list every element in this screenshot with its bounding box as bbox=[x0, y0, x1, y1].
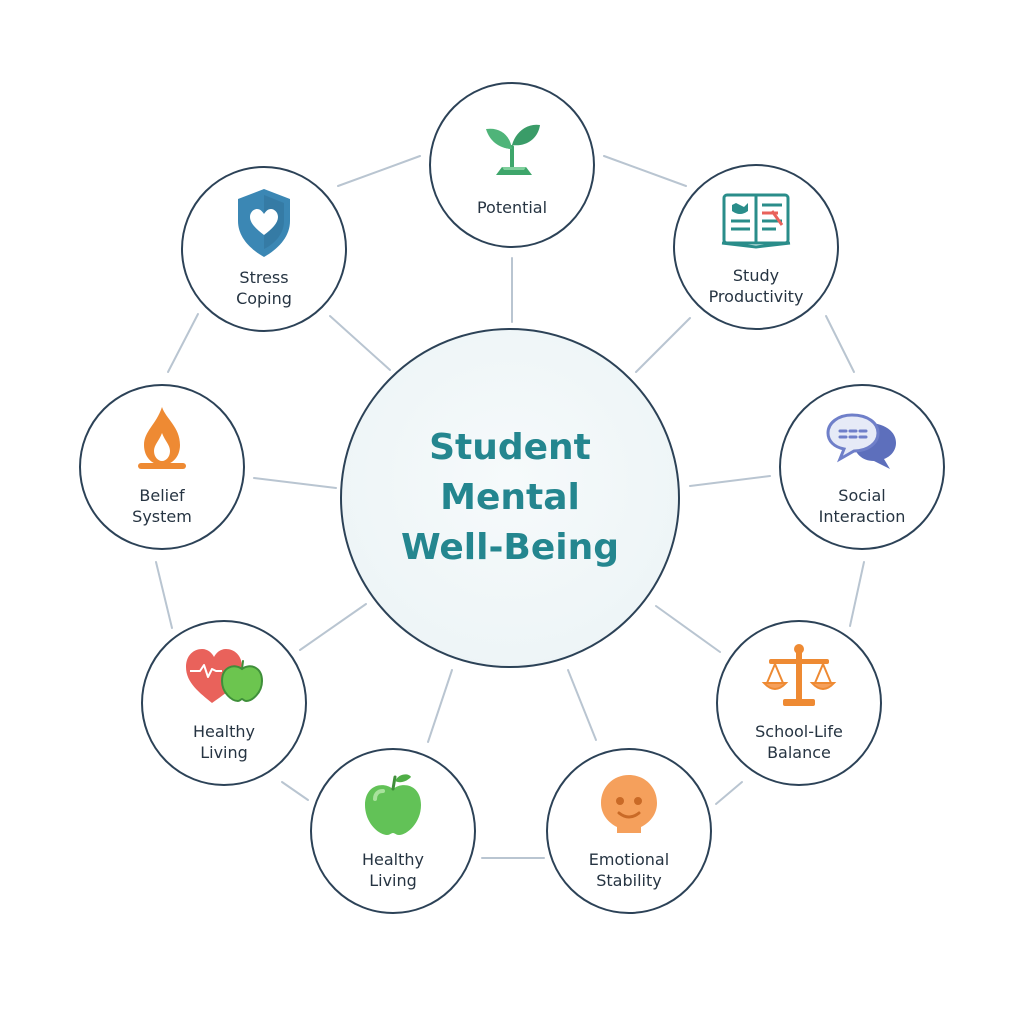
ring-potential-to-study bbox=[603, 155, 687, 187]
node-social-interaction[interactable]: Social Interaction bbox=[779, 384, 945, 550]
spoke-healthy-living-heart bbox=[299, 603, 367, 651]
node-label: Belief System bbox=[132, 486, 192, 526]
node-label: Study Productivity bbox=[708, 266, 804, 306]
node-label: Stress Coping bbox=[236, 268, 292, 308]
ring-heart-to-belief bbox=[155, 561, 173, 629]
node-stress-coping[interactable]: Stress Coping bbox=[181, 166, 347, 332]
node-label: School-Life Balance bbox=[755, 722, 843, 762]
node-healthy-living-heart[interactable]: Healthy Living bbox=[141, 620, 307, 786]
hub-title-line-3: Well-Being bbox=[400, 527, 620, 568]
node-healthy-living-apple[interactable]: Healthy Living bbox=[310, 748, 476, 914]
ring-belief-to-stress bbox=[167, 313, 199, 373]
ring-balance-to-emotional bbox=[715, 781, 743, 805]
ring-stress-to-potential bbox=[337, 155, 421, 187]
flame-icon bbox=[122, 401, 202, 481]
spoke-school-life-balance bbox=[655, 605, 721, 653]
spoke-emotional-stability bbox=[567, 669, 597, 741]
hub-title-line-2: Mental bbox=[440, 477, 580, 518]
spoke-social-interaction bbox=[689, 475, 771, 487]
chat-bubbles-icon bbox=[822, 401, 902, 481]
shield-icon bbox=[224, 183, 304, 263]
ring-social-to-balance bbox=[849, 561, 865, 627]
central-hub: Student Mental Well-Being bbox=[340, 328, 680, 668]
open-book-icon bbox=[716, 181, 796, 261]
node-label: Healthy Living bbox=[192, 722, 255, 762]
node-label: Emotional Stability bbox=[588, 850, 670, 890]
node-label: Social Interaction bbox=[818, 486, 906, 526]
spoke-healthy-living-apple bbox=[427, 669, 453, 743]
node-label: Healthy Living bbox=[361, 850, 424, 890]
node-school-life-balance[interactable]: School-Life Balance bbox=[716, 620, 882, 786]
ring-apple-to-heart bbox=[281, 781, 309, 801]
heart-apple-icon bbox=[184, 637, 264, 717]
node-potential[interactable]: Potential bbox=[429, 82, 595, 248]
ring-study-to-social bbox=[825, 315, 855, 373]
smiley-face-icon bbox=[589, 765, 669, 845]
node-study-productivity[interactable]: Study Productivity bbox=[673, 164, 839, 330]
node-label: Potential bbox=[476, 197, 548, 217]
apple-icon bbox=[353, 765, 433, 845]
node-emotional-stability[interactable]: Emotional Stability bbox=[546, 748, 712, 914]
balance-scale-icon bbox=[759, 637, 839, 717]
node-belief-system[interactable]: Belief System bbox=[79, 384, 245, 550]
spoke-study-productivity bbox=[635, 317, 691, 373]
sprout-icon bbox=[472, 107, 552, 187]
spoke-belief-system bbox=[253, 477, 337, 489]
hub-title-line-1: Student bbox=[429, 427, 591, 468]
spoke-stress-coping bbox=[329, 315, 391, 371]
